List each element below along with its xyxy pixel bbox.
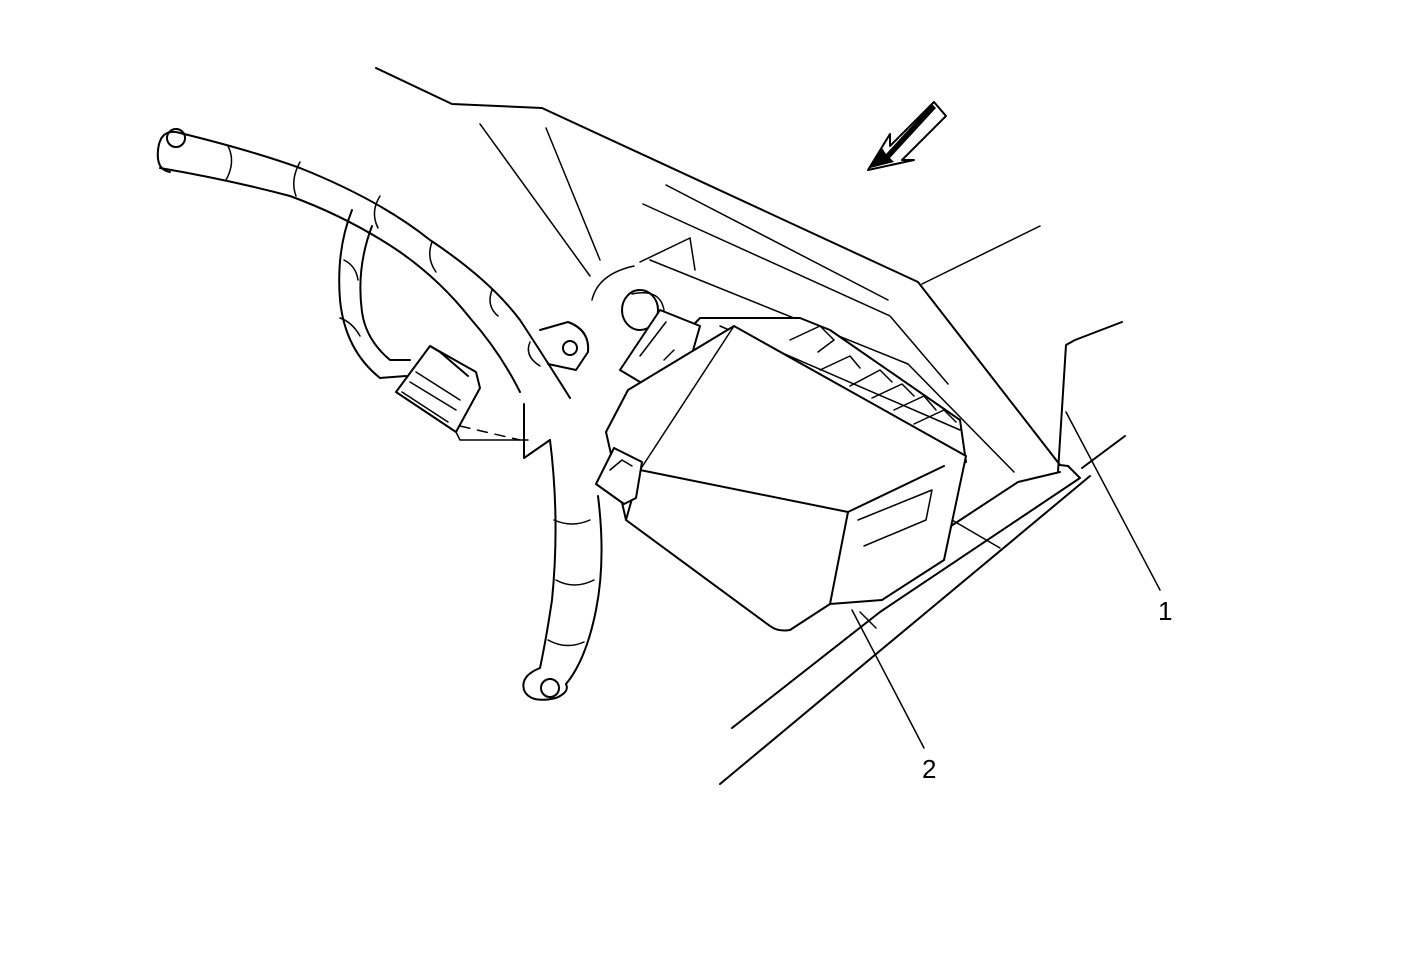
mounting-stud xyxy=(621,289,665,331)
view-direction-arrow-icon xyxy=(867,101,947,171)
control-module xyxy=(595,309,967,632)
callout-label-1: 1 xyxy=(1158,596,1173,626)
mounting-panel xyxy=(375,67,1126,785)
wiring-harness xyxy=(156,128,603,701)
callout-label-2: 2 xyxy=(922,754,937,784)
harness-connector xyxy=(395,345,529,441)
callout-leaders xyxy=(851,411,1161,749)
mounting-bracket xyxy=(539,265,635,371)
